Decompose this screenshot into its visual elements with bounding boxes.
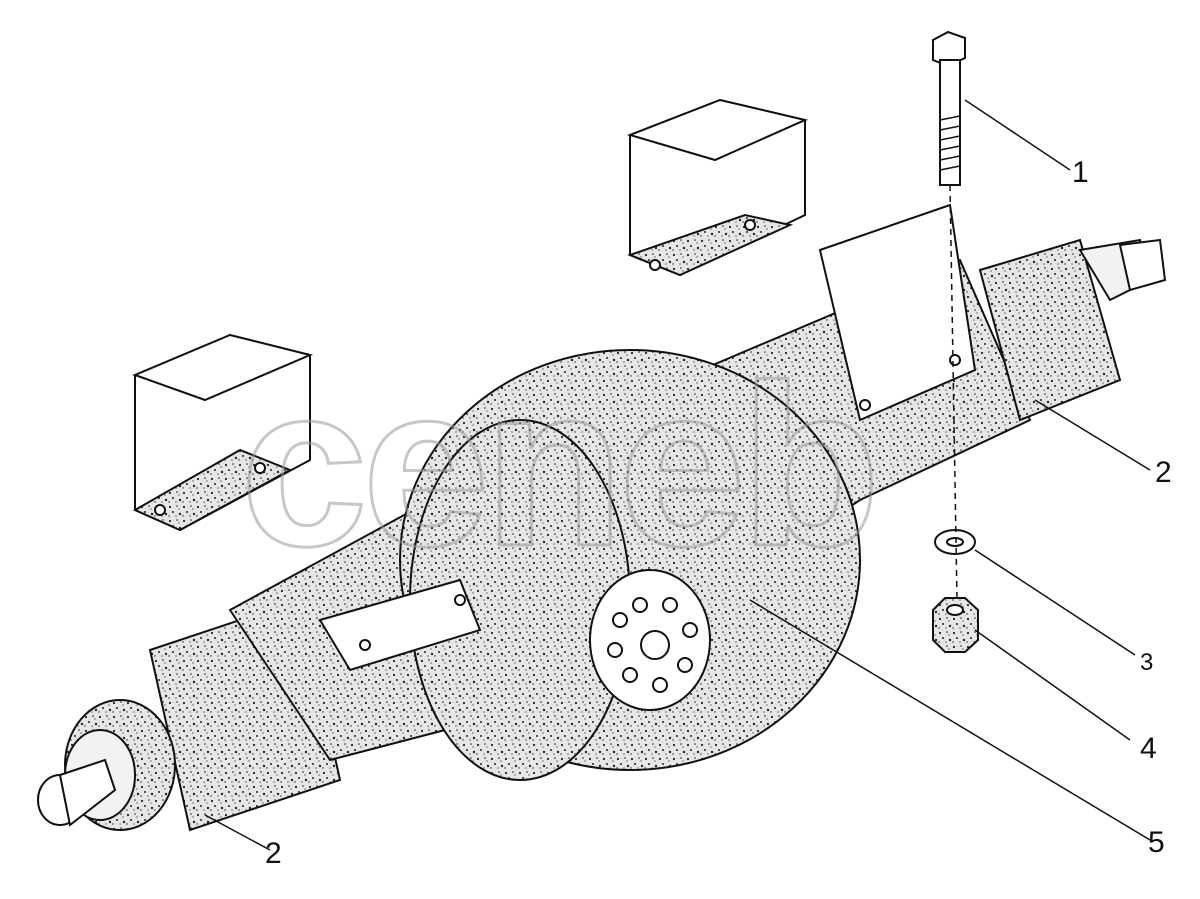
flange-bolt [612,612,628,628]
washer [934,529,976,555]
flange-hole [640,630,670,660]
flange-bolt [682,622,698,638]
watermark-text: ceneb [240,337,875,594]
assembly-axis [949,184,958,601]
nut [932,597,979,653]
bolt [932,30,966,186]
flange-bolt [662,597,678,613]
flange-bolt [622,667,638,683]
callout-1: 1 [1072,156,1089,189]
callout-5: 5 [1148,826,1165,859]
callout-2-left: 2 [265,837,282,870]
callout-2-right: 2 [1155,456,1172,489]
flange-bolt [652,677,668,693]
leader-lines [204,99,1151,851]
flange-bolt [677,657,693,673]
right-hub [978,238,1167,422]
left-bracket [132,333,482,672]
callout-3: 3 [1140,649,1153,676]
right-bracket [626,98,977,422]
callout-4: 4 [1140,732,1157,765]
flange-bolt [632,597,648,613]
flange-bolt [607,642,623,658]
central-housing [399,349,861,781]
